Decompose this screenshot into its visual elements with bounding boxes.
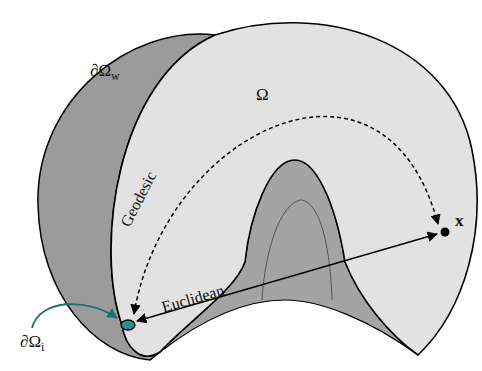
inlet-patch: [121, 320, 135, 330]
text-label: ∂Ωi: [20, 333, 44, 350]
geodesic-arrow: [134, 116, 438, 314]
point-x: [441, 228, 450, 237]
text-label: ∂Ωw: [90, 62, 120, 79]
text-label: x: [455, 212, 464, 229]
pointer-arrow: [32, 304, 117, 328]
text-label: Ω: [256, 86, 269, 103]
inner-edge: [262, 200, 332, 300]
euclidean-arrow: [137, 234, 437, 321]
domain-face: [111, 23, 477, 356]
